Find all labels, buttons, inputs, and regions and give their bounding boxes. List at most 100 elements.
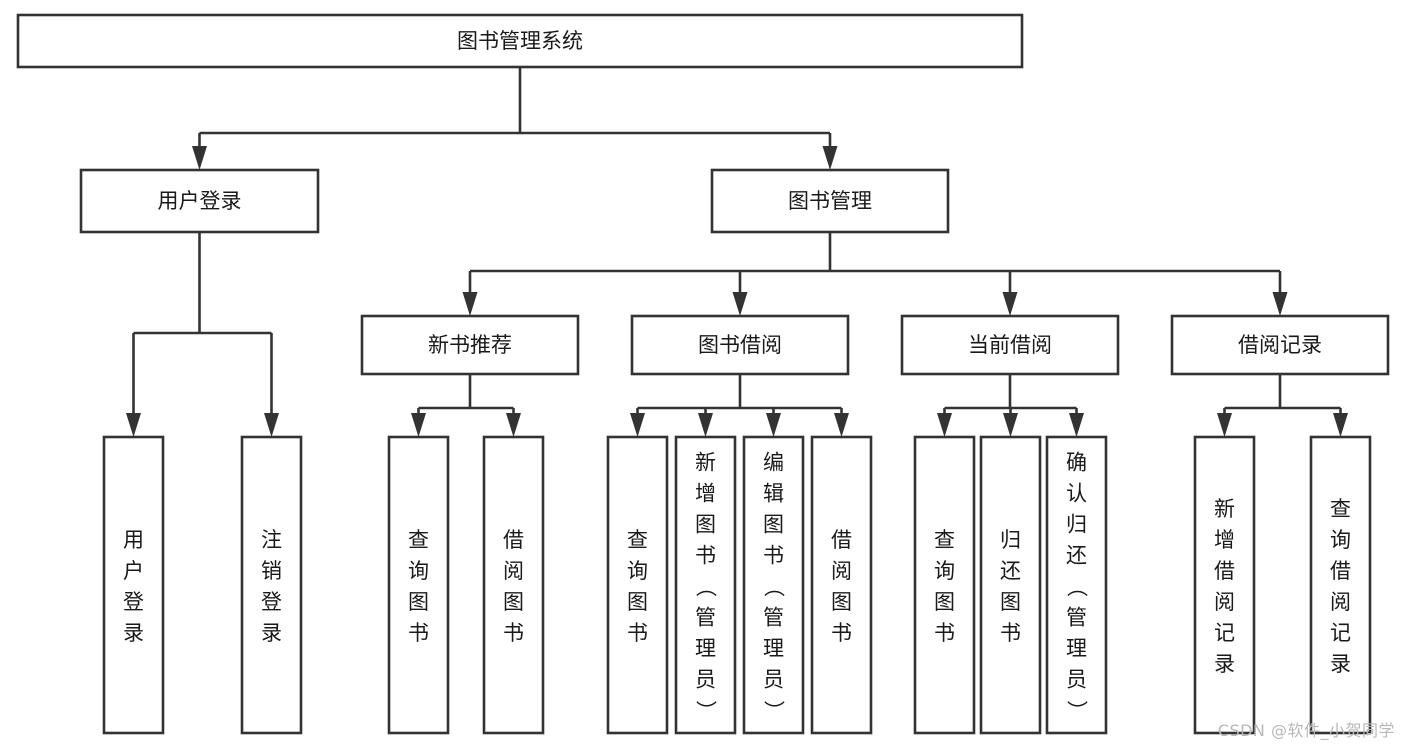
node-label-char: 阅 bbox=[1214, 590, 1235, 614]
arrow-head-icon bbox=[1217, 413, 1232, 437]
arrow-head-icon bbox=[1003, 413, 1018, 437]
arrow-head-icon bbox=[1002, 292, 1018, 316]
node-borrow-record[interactable]: 借阅记录 bbox=[1170, 314, 1390, 376]
node-label-char: 图 bbox=[831, 590, 852, 614]
node-new-book-recommend[interactable]: 新书推荐 bbox=[360, 314, 580, 376]
node-label-char: 还 bbox=[1066, 544, 1087, 568]
node-label-char: 图 bbox=[763, 513, 784, 537]
node-label-char: （ bbox=[1065, 576, 1089, 597]
node-label-char: 图 bbox=[695, 513, 716, 537]
arrow-head-icon bbox=[411, 413, 426, 437]
node-leaf-user-login[interactable]: 用户登录 bbox=[102, 435, 165, 735]
arrow-head-icon bbox=[1069, 413, 1084, 437]
node-box bbox=[79, 168, 320, 234]
connector-group-root bbox=[192, 67, 838, 170]
node-label-char: 管 bbox=[763, 606, 784, 630]
node-label-char: 书 bbox=[627, 621, 648, 645]
node-label-char: 书 bbox=[695, 544, 716, 568]
connector-group-user-login bbox=[126, 232, 279, 437]
node-box bbox=[710, 168, 950, 234]
node-label-char: 员 bbox=[695, 668, 716, 692]
node-label-char: 查 bbox=[934, 528, 955, 552]
node-label-char: 询 bbox=[934, 559, 955, 583]
node-label-char: 图 bbox=[1000, 590, 1021, 614]
node-label-char: 登 bbox=[123, 590, 144, 614]
connector-group-borrow-record bbox=[1217, 374, 1348, 437]
node-label-char: 录 bbox=[123, 621, 144, 645]
node-label-char: 用 bbox=[123, 528, 144, 552]
node-label-char: ） bbox=[762, 700, 786, 721]
node-label-char: 借 bbox=[1214, 559, 1235, 583]
arrow-head-icon bbox=[834, 413, 849, 437]
node-label-char: 查 bbox=[408, 528, 429, 552]
node-label-char: 记 bbox=[1214, 621, 1235, 645]
node-label: 借阅记录 bbox=[1238, 333, 1322, 357]
arrow-head-icon bbox=[766, 413, 781, 437]
node-label-char: 管 bbox=[695, 606, 716, 630]
node-label-char: 归 bbox=[1000, 528, 1021, 552]
node-box bbox=[630, 314, 850, 376]
arrow-head-icon bbox=[462, 292, 478, 316]
node-label-char: 询 bbox=[1330, 528, 1351, 552]
node-label-char: 还 bbox=[1000, 559, 1021, 583]
node-label-char: 新 bbox=[695, 451, 716, 475]
arrow-head-icon bbox=[1272, 292, 1288, 316]
node-book-manage[interactable]: 图书管理 bbox=[710, 168, 950, 234]
node-label-char: 录 bbox=[1214, 652, 1235, 676]
node-label: 图书管理系统 bbox=[457, 29, 583, 53]
node-current-borrow[interactable]: 当前借阅 bbox=[900, 314, 1120, 376]
node-box bbox=[979, 435, 1042, 735]
arrow-head-icon bbox=[192, 146, 207, 170]
node-box bbox=[1045, 435, 1108, 735]
node-label-char: 借 bbox=[503, 528, 524, 552]
node-box bbox=[674, 435, 737, 735]
connector-group-current-borrow bbox=[937, 374, 1084, 437]
node-label: 用户登录 bbox=[158, 189, 242, 213]
node-label-char: 书 bbox=[934, 621, 955, 645]
node-label-char: 辑 bbox=[763, 482, 784, 506]
arrow-head-icon bbox=[264, 413, 279, 437]
node-user-login[interactable]: 用户登录 bbox=[79, 168, 320, 234]
node-label-char: 增 bbox=[1214, 528, 1235, 552]
arrow-head-icon bbox=[1333, 413, 1348, 437]
node-box bbox=[102, 435, 165, 735]
arrow-head-icon bbox=[698, 413, 713, 437]
node-label-char: 书 bbox=[831, 621, 852, 645]
node-label-char: 询 bbox=[408, 559, 429, 583]
node-book-borrow[interactable]: 图书借阅 bbox=[630, 314, 850, 376]
node-label: 新书推荐 bbox=[428, 333, 512, 357]
node-label-char: 理 bbox=[1066, 637, 1087, 661]
node-label-char: 管 bbox=[1066, 606, 1087, 630]
node-label-char: 理 bbox=[763, 637, 784, 661]
node-box bbox=[240, 435, 303, 735]
node-label-char: 阅 bbox=[503, 559, 524, 583]
connector-layer bbox=[126, 67, 1348, 437]
node-root[interactable]: 图书管理系统 bbox=[16, 13, 1024, 69]
node-box bbox=[742, 435, 805, 735]
node-label-char: 理 bbox=[695, 637, 716, 661]
node-label-char: ） bbox=[694, 700, 718, 721]
arrow-head-icon bbox=[506, 413, 521, 437]
node-label: 当前借阅 bbox=[968, 333, 1052, 357]
arrow-head-icon bbox=[822, 146, 838, 170]
arrow-head-icon bbox=[630, 413, 645, 437]
connector-group-book-manage bbox=[462, 232, 1288, 316]
node-label-char: 书 bbox=[503, 621, 524, 645]
node-box bbox=[810, 435, 873, 735]
node-label-char: 注 bbox=[261, 528, 282, 552]
node-label-char: 认 bbox=[1066, 482, 1087, 506]
node-label-char: 登 bbox=[261, 590, 282, 614]
